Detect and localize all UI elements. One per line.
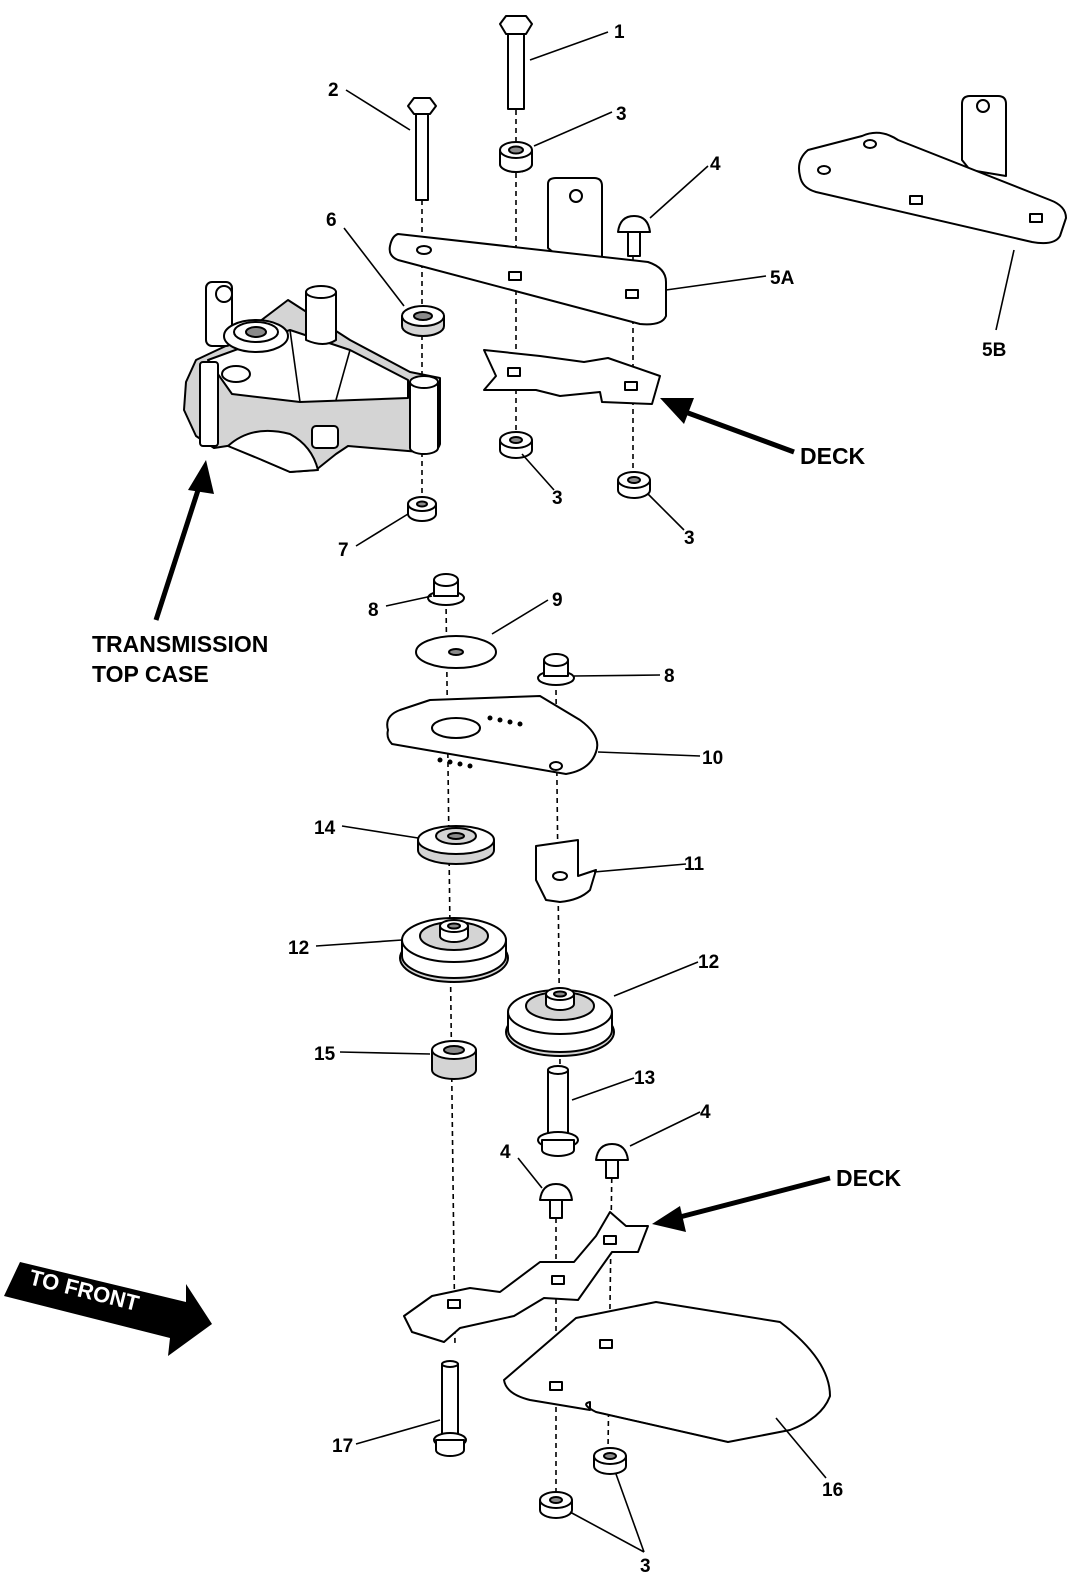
part-6-spacer: [401, 305, 445, 337]
callout-8: 8: [368, 600, 379, 621]
part-9-washer: [415, 635, 497, 669]
part-3-nut-top: [499, 141, 533, 173]
transmission-arrow: [153, 460, 214, 621]
callout-3: 3: [552, 488, 563, 509]
callout-14: 14: [314, 818, 336, 839]
part-2-bolt: [407, 97, 437, 201]
callout-4: 4: [500, 1142, 511, 1163]
deck-label-lower: DECK: [836, 1165, 902, 1191]
callout-10: 10: [702, 748, 723, 769]
part-15-bushing: [431, 1040, 477, 1080]
deck-lower-arrow: [652, 1175, 831, 1232]
part-4-carriage-bolt-top: [617, 215, 651, 257]
part-10-idler-arm: [386, 695, 599, 775]
part-4-carriage-bolt-lower-right: [595, 1143, 629, 1179]
callout-8: 8: [664, 666, 675, 687]
part-8-nut-right: [537, 653, 575, 686]
leader-lines: [315, 31, 1015, 1553]
transmission-label-line1: TRANSMISSION: [92, 631, 268, 657]
part-12-pulley-left: [399, 917, 509, 983]
part-7-nut: [407, 496, 437, 522]
part-11-bracket: [535, 839, 597, 903]
callout-2: 2: [328, 80, 339, 101]
callout-7: 7: [338, 540, 349, 561]
transmission-label-line2: TOP CASE: [92, 661, 209, 687]
part-5a-bracket: [388, 177, 667, 326]
callout-15: 15: [314, 1044, 336, 1065]
part-8-nut-left: [427, 573, 465, 606]
part-4-carriage-bolt-lower-left: [539, 1183, 573, 1219]
part-3-nut-bottom-right: [593, 1447, 627, 1475]
callout-4: 4: [710, 154, 721, 175]
callout-17: 17: [332, 1436, 353, 1457]
part-14-spacer: [417, 825, 495, 865]
part-3-nut-bottom-left: [539, 1491, 573, 1519]
part-1-bolt: [499, 15, 533, 110]
callouts: 1 2 3 4 5A 5B 6 3 3 7 8 9 8 10 11 14 12 …: [288, 22, 1006, 1573]
transmission-top-case: [183, 281, 441, 473]
part-12-pulley-right: [505, 987, 615, 1057]
part-13-shoulder-bolt: [537, 1065, 579, 1157]
deck-upper-arrow: [660, 398, 795, 455]
callout-6: 6: [326, 210, 337, 231]
callout-12: 12: [698, 952, 719, 973]
part-5b-bracket: [798, 95, 1067, 245]
callout-5a: 5A: [770, 268, 795, 289]
callout-3: 3: [684, 528, 695, 549]
deck-label-upper: DECK: [800, 443, 866, 469]
callout-11: 11: [684, 854, 705, 875]
callout-1: 1: [614, 22, 625, 43]
callout-4: 4: [700, 1102, 711, 1123]
callout-16: 16: [822, 1480, 843, 1501]
part-3-nut-deck-left: [499, 431, 533, 459]
part-17-bolt: [433, 1360, 467, 1457]
callout-9: 9: [552, 590, 563, 611]
part-16-plate: [503, 1301, 831, 1443]
callout-3: 3: [616, 104, 627, 125]
to-front-arrow: TO FRONT: [4, 1262, 212, 1356]
deck-fragment-upper: [483, 349, 661, 405]
callout-12: 12: [288, 938, 309, 959]
callout-3: 3: [640, 1556, 651, 1573]
callout-13: 13: [634, 1068, 655, 1089]
deck-fragment-lower: [403, 1211, 649, 1343]
callout-5b: 5B: [982, 340, 1006, 361]
part-3-nut-deck-right: [617, 471, 651, 499]
